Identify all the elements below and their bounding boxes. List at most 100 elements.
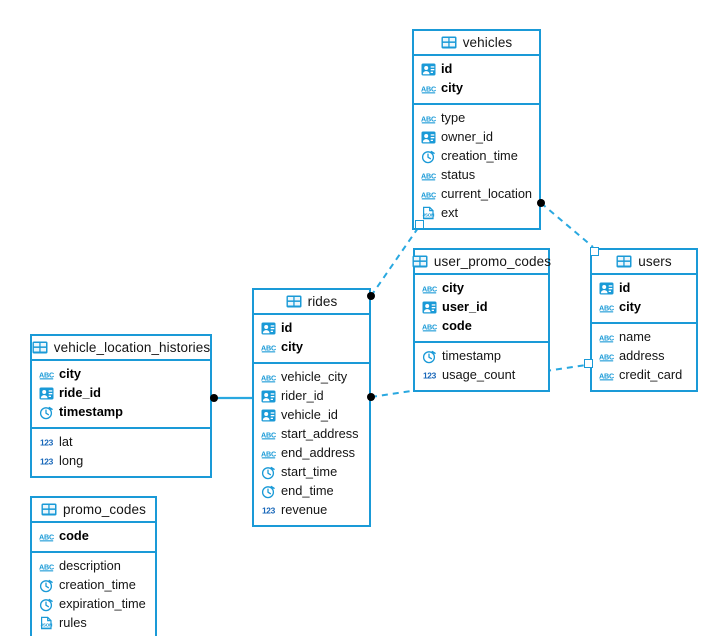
column-row[interactable]: timestamp [415,347,548,366]
column-name: owner_id [441,129,493,145]
column-row[interactable]: ABC code [415,317,548,336]
column-row[interactable]: vehicle_id [254,406,369,425]
column-name: name [619,329,652,345]
svg-text:ABC: ABC [421,114,436,123]
svg-text:ABC: ABC [39,562,54,571]
column-name: user_id [442,299,488,315]
column-name: id [441,61,453,77]
column-row[interactable]: timestamp [32,403,210,422]
id-key-icon [422,300,437,315]
svg-text:123: 123 [40,457,54,467]
relationship-edge-vehicles-to-users[interactable] [540,202,594,248]
table-title: vehicles [462,35,513,50]
table-header-user_promo_codes[interactable]: user_promo_codes [412,250,551,275]
column-row[interactable]: 123 long [32,452,210,471]
svg-text:ABC: ABC [261,343,276,352]
edge-target-one-square-marker [589,246,599,256]
abc-text-icon: ABC [421,111,436,126]
column-row[interactable]: owner_id [414,128,539,147]
table-header-vehicle_location_histories[interactable]: vehicle_location_histories [32,336,210,361]
column-name: code [442,318,472,334]
column-name: city [281,339,304,355]
column-row[interactable]: expiration_time [32,595,155,614]
abc-text-icon: ABC [261,340,276,355]
column-name: rules [59,615,87,631]
table-header-users[interactable]: users [592,250,696,275]
table-title: users [638,254,672,269]
svg-text:123: 123 [40,438,54,448]
table-header-promo_codes[interactable]: promo_codes [32,498,155,523]
svg-text:JSON: JSON [423,213,436,218]
column-row[interactable]: ABC city [254,338,369,357]
column-name: long [59,453,84,469]
table-header-vehicles[interactable]: vehicles [414,31,539,56]
column-name: usage_count [442,367,516,383]
svg-text:ABC: ABC [599,352,614,361]
column-row[interactable]: creation_time [414,147,539,166]
abc-text-icon: ABC [261,446,276,461]
column-row[interactable]: end_time [254,482,369,501]
column-row[interactable]: id [414,60,539,79]
svg-text:ABC: ABC [421,171,436,180]
column-name: city [59,366,82,382]
column-row[interactable]: ABC current_location [414,185,539,204]
svg-text:ABC: ABC [599,333,614,342]
column-row[interactable]: user_id [415,298,548,317]
column-row[interactable]: ride_id [32,384,210,403]
abc-text-icon: ABC [421,168,436,183]
edge-target-one-square-marker [583,358,593,368]
column-row[interactable]: creation_time [32,576,155,595]
column-name: vehicle_city [281,369,348,385]
id-key-icon [421,130,436,145]
column-row[interactable]: start_time [254,463,369,482]
edge-source-many-dot-marker [537,199,545,207]
column-name: timestamp [59,404,124,420]
abc-text-icon: ABC [422,319,437,334]
clock-timestamp-icon [422,349,437,364]
abc-text-icon: ABC [261,370,276,385]
column-row[interactable]: ABC name [592,328,696,347]
column-name: code [59,528,89,544]
svg-text:ABC: ABC [261,373,276,382]
table-grid-icon [441,36,457,49]
abc-text-icon: ABC [261,427,276,442]
svg-text:ABC: ABC [421,190,436,199]
column-row[interactable]: id [592,279,696,298]
column-name: ride_id [59,385,101,401]
column-name: expiration_time [59,596,146,612]
column-row[interactable]: rider_id [254,387,369,406]
column-row[interactable]: id [254,319,369,338]
column-name: current_location [441,186,533,202]
table-header-rides[interactable]: rides [254,290,369,315]
column-row[interactable]: ABC vehicle_city [254,368,369,387]
clock-timestamp-icon [39,578,54,593]
abc-text-icon: ABC [421,187,436,202]
